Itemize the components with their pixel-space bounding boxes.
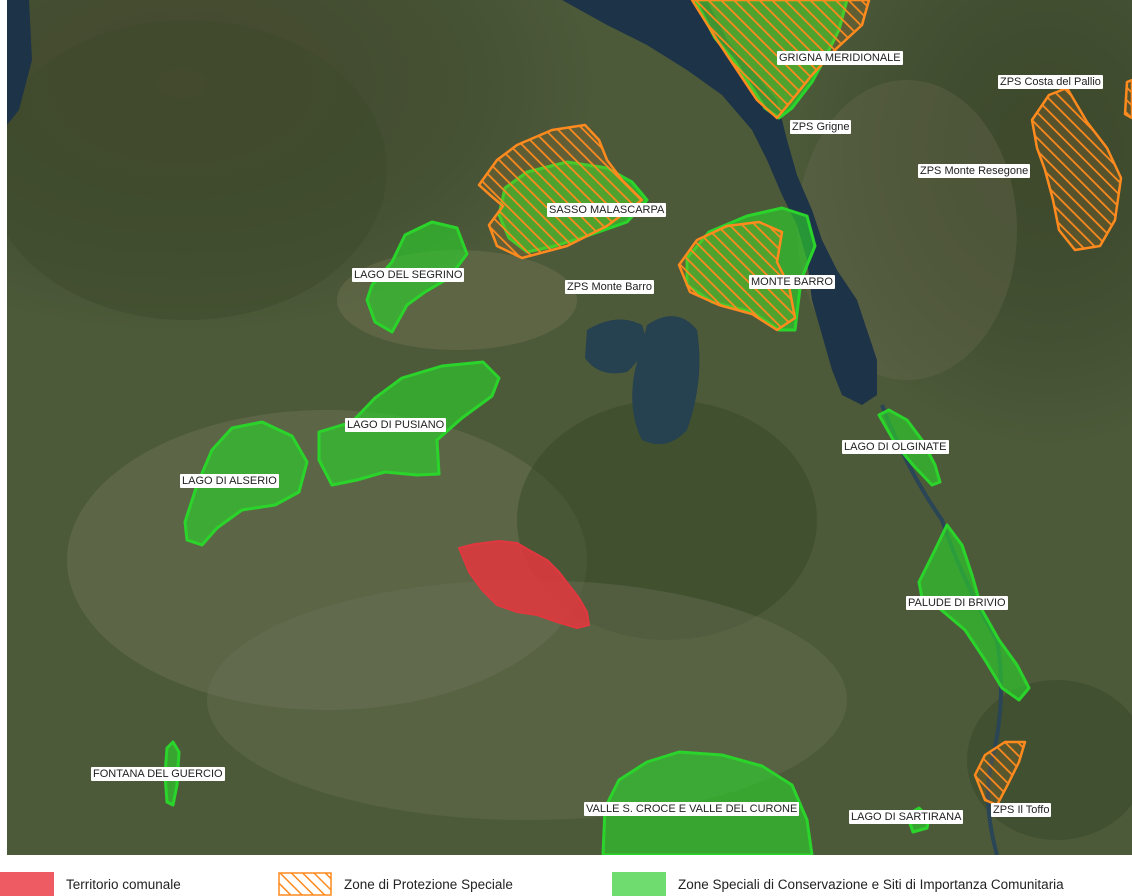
map-canvas [7, 0, 1132, 855]
zps-costa-del-pallio[interactable] [1123, 78, 1132, 120]
label-lago-del-segrino: LAGO DEL SEGRINO [352, 268, 465, 282]
label-zps-costa-del-pallio: ZPS Costa del Pallio [998, 75, 1103, 89]
lake-west [7, 0, 32, 125]
label-lago-di-olginate: LAGO DI OLGINATE [842, 440, 949, 454]
territorio-comunale[interactable] [458, 540, 590, 629]
label-zps-grigne: ZPS Grigne [790, 120, 852, 134]
label-palude-di-brivio: PALUDE DI BRIVIO [906, 596, 1008, 610]
legend-swatch-territory [0, 872, 54, 896]
label-sasso-malascarpa: SASSO MALASCARPA [547, 203, 667, 217]
label-zps-monte-barro: ZPS Monte Barro [565, 280, 654, 294]
legend-item-zsc: Zone Speciali di Conservazione e Siti di… [612, 872, 1064, 896]
label-lago-di-pusiano: LAGO DI PUSIANO [345, 418, 447, 432]
hill-terrain [517, 400, 817, 640]
satellite-map[interactable]: GRIGNA MERIDIONALE ZPS Costa del Pallio … [7, 0, 1132, 855]
zps-il-toffo[interactable] [973, 740, 1027, 807]
lake-annone-east [632, 316, 700, 445]
label-zps-monte-resegone: ZPS Monte Resegone [918, 164, 1031, 178]
zps-monte-resegone[interactable] [1030, 86, 1123, 252]
label-fontana-del-guercio: FONTANA DEL GUERCIO [91, 767, 225, 781]
southeast-hill [967, 680, 1132, 840]
legend-swatch-zsc [612, 872, 666, 896]
label-grigna-meridionale: GRIGNA MERIDIONALE [777, 51, 903, 65]
label-zps-il-toffo: ZPS Il Toffo [991, 803, 1052, 817]
label-valle-s-croce: VALLE S. CROCE E VALLE DEL CURONE [584, 802, 800, 816]
lake-como-lecco-branch [562, 0, 877, 405]
mountain-ridge [7, 20, 387, 320]
lake-annone-west [585, 319, 645, 374]
zps-sasso-malascarpa[interactable] [477, 123, 644, 260]
legend-item-territory: Territorio comunale [0, 872, 181, 896]
label-lago-di-alserio: LAGO DI ALSERIO [180, 474, 279, 488]
label-monte-barro: MONTE BARRO [749, 275, 835, 289]
label-lago-di-sartirana: LAGO DI SARTIRANA [849, 810, 964, 824]
legend-item-zps: Zone di Protezione Speciale [278, 872, 513, 896]
legend-label-zsc: Zone Speciali di Conservazione e Siti di… [678, 876, 1064, 892]
zsc-palude-di-brivio[interactable] [917, 523, 1031, 702]
legend-label-territory: Territorio comunale [66, 876, 181, 892]
legend-swatch-zps [278, 872, 332, 896]
map-legend: Territorio comunale Zone di Protezione S… [0, 858, 1132, 896]
legend-label-zps: Zone di Protezione Speciale [344, 876, 513, 892]
